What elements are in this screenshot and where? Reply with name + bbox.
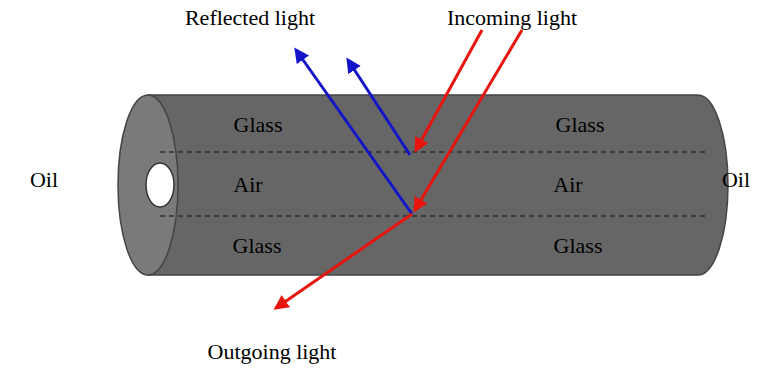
ray-label: Reflected light (185, 7, 315, 29)
tube-end-face (118, 95, 178, 275)
outgoing-ray (276, 214, 412, 308)
reflected-ray (296, 50, 412, 214)
region-label: Air (233, 174, 262, 196)
region-label: Glass (554, 235, 603, 257)
region-label: Air (553, 174, 582, 196)
region-label: Glass (233, 235, 282, 257)
bore-wall-line (160, 215, 706, 216)
ray-label: Outgoing light (208, 341, 337, 363)
glass-tube (148, 95, 728, 275)
medium-label: Oil (722, 169, 750, 191)
incoming-ray (416, 30, 482, 150)
reflected-ray (348, 60, 410, 155)
ray-label: Incoming light (447, 7, 577, 29)
incoming-ray (415, 30, 522, 210)
air-bore (146, 163, 174, 207)
bore-wall-line (160, 151, 706, 152)
region-label: Glass (234, 114, 283, 136)
region-label: Glass (556, 114, 605, 136)
medium-label: Oil (30, 169, 58, 191)
